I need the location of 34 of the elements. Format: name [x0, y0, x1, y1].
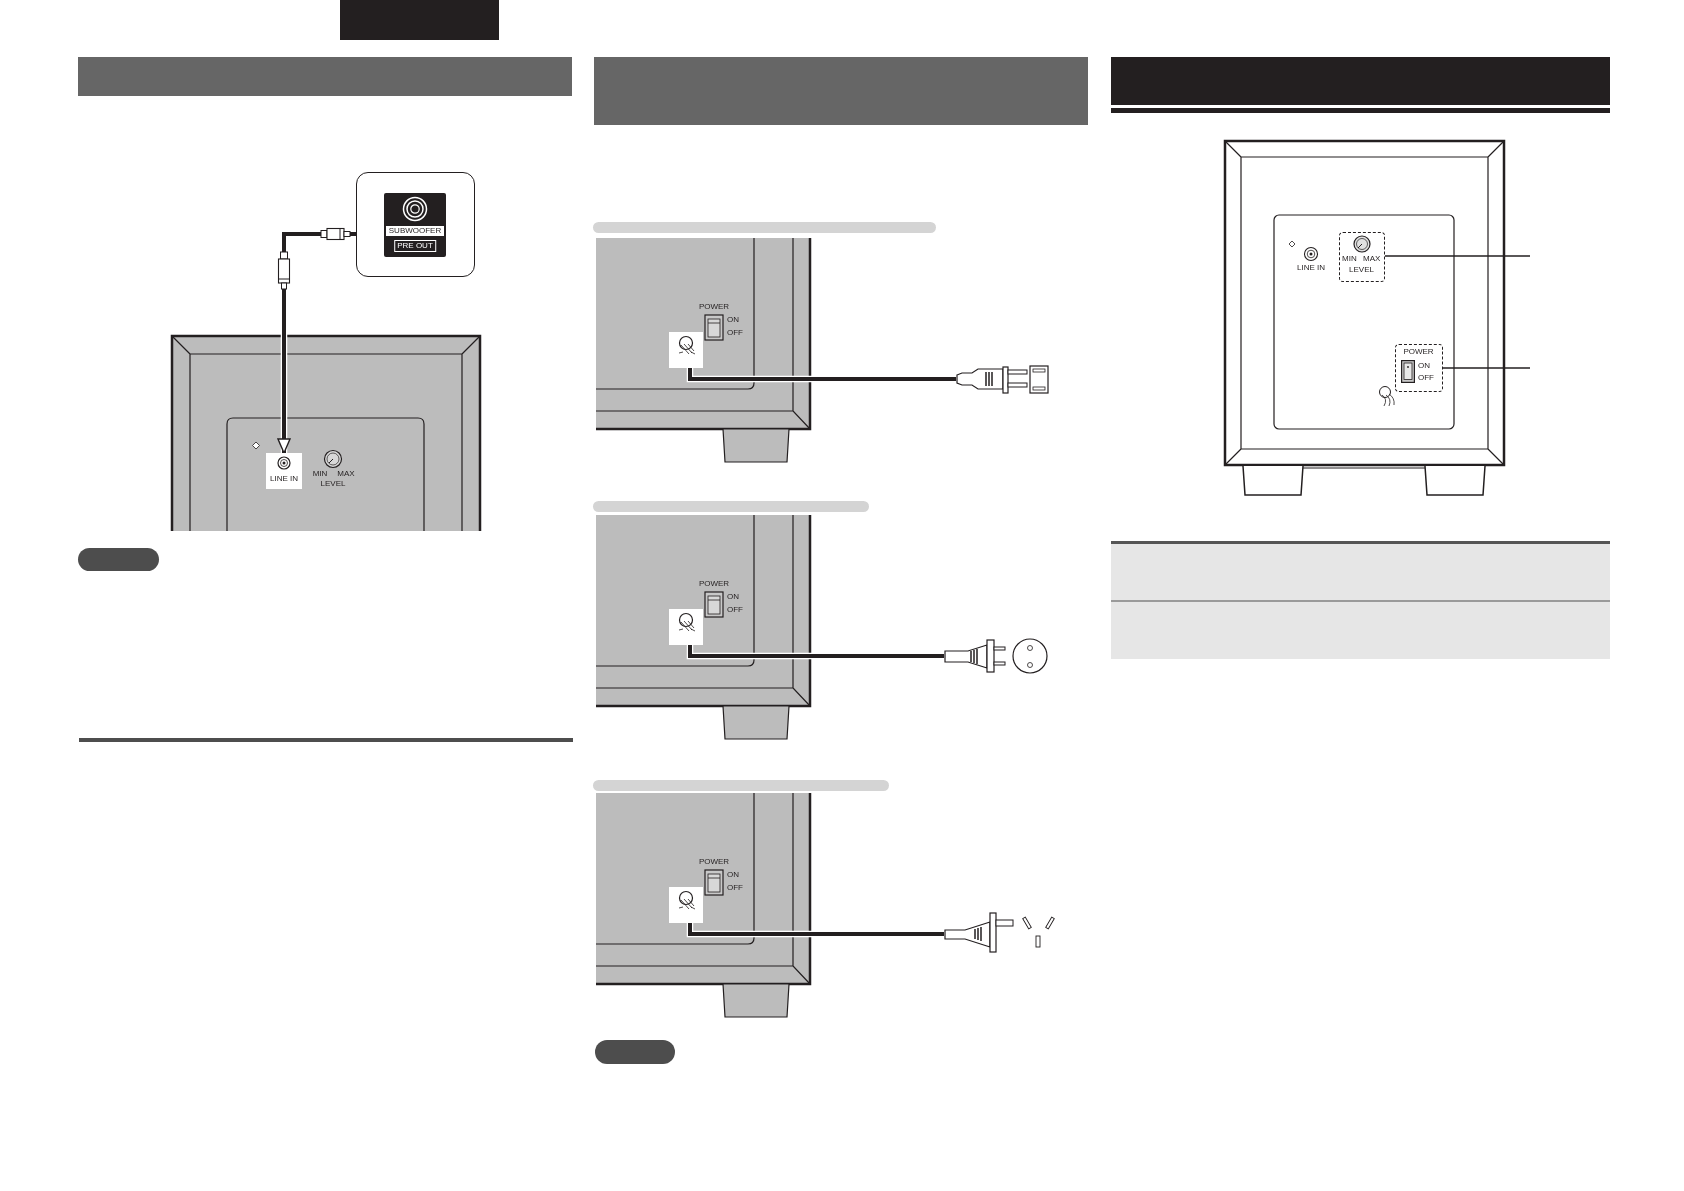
jack-label: SUBWOOFER: [386, 226, 444, 236]
switch-label: ON: [1418, 362, 1430, 370]
power-inlet-icon: [669, 332, 703, 368]
plug-icon: [956, 366, 1028, 394]
note-tag: [595, 1040, 675, 1064]
knob-label: MAX: [337, 470, 355, 478]
power-inlet-icon: [669, 887, 703, 923]
callout-frame: [1395, 344, 1443, 392]
switch-label: OFF: [1418, 374, 1434, 382]
inset-panel: [356, 172, 475, 277]
switch-label: OFF: [727, 329, 743, 337]
switch-label: POWER: [698, 303, 730, 311]
switch-label: ON: [727, 871, 739, 879]
knob-label: LEVEL: [1349, 266, 1374, 274]
knob-label: MIN: [312, 470, 328, 478]
plug-icon: [944, 639, 1006, 673]
switch-label: POWER: [1403, 348, 1434, 356]
knob-label: LEVEL: [320, 480, 346, 488]
switch-label: ON: [727, 593, 739, 601]
switch-label: POWER: [698, 858, 730, 866]
highlight-patch: [266, 453, 302, 489]
knob-label: MIN: [1342, 255, 1357, 263]
switch-label: POWER: [698, 580, 730, 588]
jack-label: LINE IN: [1297, 264, 1325, 272]
jack-label: PRE OUT: [394, 240, 436, 252]
switch-label: OFF: [727, 884, 743, 892]
callout-frame: [1339, 232, 1385, 282]
knob-label: MAX: [1363, 255, 1381, 263]
jack-label: LINE IN: [270, 475, 298, 483]
switch-label: OFF: [727, 606, 743, 614]
plug-icon: [944, 912, 1014, 953]
note-tag: [78, 548, 159, 571]
switch-label: ON: [727, 316, 739, 324]
power-inlet-icon: [669, 609, 703, 645]
